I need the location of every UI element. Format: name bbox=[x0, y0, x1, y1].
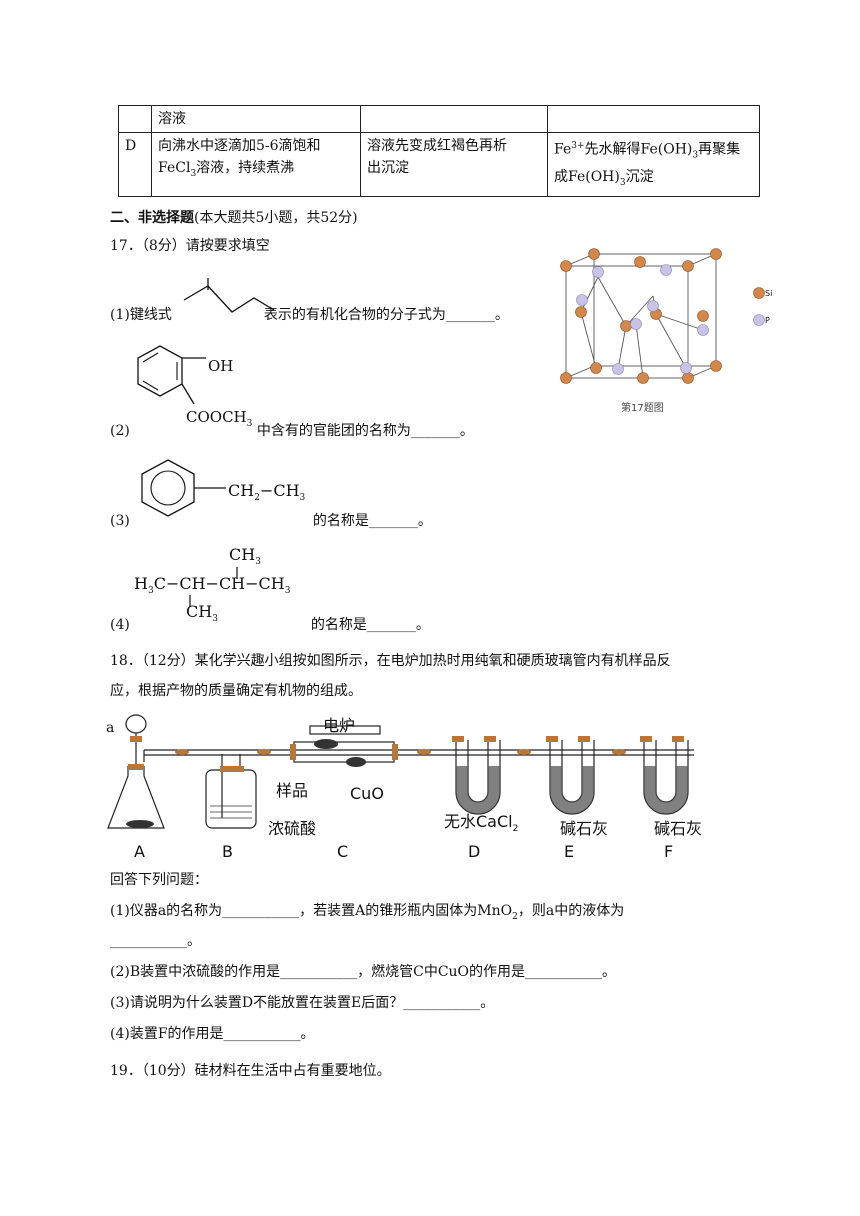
bond-line bbox=[189, 595, 191, 607]
table-cell: Fe3+先水解得Fe(OH)3再聚集 成Fe(OH)3沉淀 bbox=[547, 131, 760, 198]
section-heading: 二、非选择题(本大题共5小题，共52分) bbox=[110, 210, 358, 226]
apparatus-diagram bbox=[107, 714, 694, 829]
cooch3-label: COOCH3 bbox=[186, 408, 253, 429]
label-soda-lime-f: 碱石灰 bbox=[654, 819, 703, 838]
label-E: E bbox=[564, 842, 575, 861]
table-row: D 向沸水中逐滴加5-6滴饱和 FeCl3溶液，持续煮沸 溶液先变成红褐色再析 … bbox=[118, 131, 760, 198]
label-D: D bbox=[468, 842, 481, 861]
crystal-structure-diagram bbox=[560, 248, 765, 384]
ethylbenzene-ring bbox=[141, 459, 226, 517]
label-A: A bbox=[134, 842, 145, 861]
q17-part4: (4)的名称是_______。 bbox=[110, 617, 430, 633]
skeletal-formula-diagram bbox=[183, 278, 275, 313]
figure-caption: 第17题图 bbox=[621, 403, 664, 414]
q17-part1: (1)键线式表示的有机化合物的分子式为_______。 bbox=[110, 307, 509, 323]
cell-line: FeCl3溶液，持续煮沸 bbox=[158, 160, 295, 179]
q18-stem-line1: 18．（12分）某化学兴趣小组按如图所示，在电炉加热时用纯氧和硬质玻璃管内有机样… bbox=[110, 653, 671, 669]
label-h2so4: 浓硫酸 bbox=[268, 819, 317, 838]
legend-p: P bbox=[765, 316, 770, 325]
cell-line: 溶液先变成红褐色再析 bbox=[367, 138, 507, 154]
table-cell: 溶液 bbox=[151, 105, 361, 133]
label-furnace: 电炉 bbox=[323, 716, 356, 735]
ch3-bottom-label: CH3 bbox=[186, 602, 218, 625]
q19-stem: 19．（10分）硅材料在生活中占有重要地位。 bbox=[110, 1063, 391, 1079]
ethyl-label: CH2−CH3 bbox=[228, 481, 306, 504]
cell-line: 成Fe(OH)3沉淀 bbox=[554, 169, 654, 189]
label-C: C bbox=[337, 842, 349, 861]
si-atoms bbox=[560, 248, 722, 384]
label-soda-lime-e: 碱石灰 bbox=[560, 819, 609, 838]
cell-line: 出沉淀 bbox=[367, 160, 409, 176]
label-F: F bbox=[664, 842, 674, 861]
q18-stem-line2: 应，根据产物的质量确定有机物的组成。 bbox=[110, 683, 362, 699]
label-B: B bbox=[222, 842, 233, 861]
oh-label: OH bbox=[208, 357, 234, 375]
cell-line: 向沸水中逐滴加5-6滴饱和 bbox=[158, 138, 321, 154]
table-row: 溶液 bbox=[118, 105, 760, 133]
table-cell: 溶液先变成红褐色再析 出沉淀 bbox=[360, 131, 548, 198]
table-cell: D bbox=[118, 131, 152, 198]
q17-part2: (2)中含有的官能团的名称为_______。 bbox=[110, 423, 474, 439]
q18-part2: (2)B装置中浓硫酸的作用是___________，燃烧管C中CuO的作用是__… bbox=[110, 964, 617, 980]
main-chain-label: H3C−CH−CH−CH3 bbox=[134, 574, 291, 597]
q18-answer-intro: 回答下列问题： bbox=[110, 872, 208, 888]
cell-line: Fe3+先水解得Fe(OH)3再聚集 bbox=[554, 141, 741, 161]
q18-part3: (3)请说明为什么装置D不能放置在装置E后面？___________。 bbox=[110, 995, 495, 1011]
label-sample: 样品 bbox=[276, 781, 309, 800]
answer-table: 溶液 D 向沸水中逐滴加5-6滴饱和 FeCl3溶液，持续煮沸 溶液先变成红褐色… bbox=[118, 105, 760, 198]
table-cell: 向沸水中逐滴加5-6滴饱和 FeCl3溶液，持续煮沸 bbox=[151, 131, 361, 198]
q17-stem: 17．（8分）请按要求填空 bbox=[110, 238, 270, 254]
q17-part3: (3)的名称是_______。 bbox=[110, 513, 432, 529]
table-cell bbox=[118, 105, 152, 133]
bond-line bbox=[236, 567, 238, 579]
legend-si: Si bbox=[765, 289, 773, 298]
q18-part4: (4)装置F的作用是___________。 bbox=[110, 1026, 315, 1042]
table-cell bbox=[547, 105, 760, 133]
q18-part1: (1)仪器a的名称为___________，若装置A的锥形瓶内固体为MnO2，则… bbox=[110, 903, 625, 922]
table-cell bbox=[360, 105, 548, 133]
label-a: a bbox=[106, 720, 115, 736]
methyl-salicylate-structure bbox=[137, 345, 206, 405]
q18-part1-line2: ___________。 bbox=[110, 933, 201, 949]
p-atoms bbox=[576, 264, 709, 375]
ch3-top-label: CH3 bbox=[229, 545, 261, 568]
label-cuo: CuO bbox=[350, 784, 384, 803]
label-cacl2: 无水CaCl2 bbox=[444, 812, 519, 835]
